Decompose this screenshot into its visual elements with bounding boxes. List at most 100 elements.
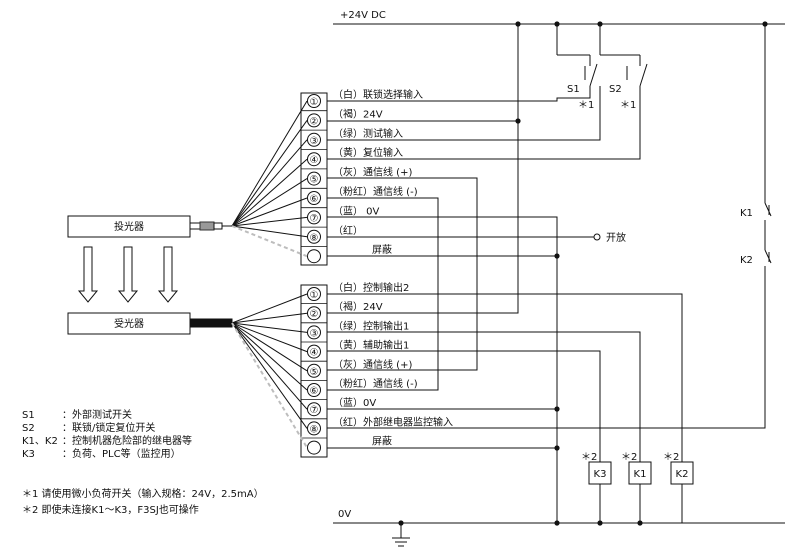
emitter-fanout-wire bbox=[231, 197, 308, 227]
emitter-fanout-wire bbox=[231, 178, 308, 227]
emitter-terminal-row: ④（黄）复位输入 bbox=[301, 146, 403, 167]
receiver-terminal-label: 屏蔽 bbox=[372, 436, 392, 448]
receiver-terminal-screw-icon bbox=[307, 383, 321, 397]
power-rails: +24V DC 0V bbox=[333, 10, 785, 524]
emitter-terminal-screw-icon bbox=[307, 152, 321, 167]
light-beam-arrows bbox=[77, 246, 179, 303]
wire-r8 bbox=[327, 270, 766, 429]
down-arrow-icon bbox=[77, 246, 99, 303]
legend-desc: ：负荷、PLC等（监控用） bbox=[62, 447, 181, 460]
emitter-terminal-label: （白）联锁选择输入 bbox=[333, 88, 423, 101]
wire-e4 bbox=[327, 86, 641, 160]
relay-contacts: K1 K2 bbox=[740, 24, 772, 270]
emitter-fanout-wire bbox=[231, 100, 308, 227]
emitter-terminal-number: ⑥ bbox=[310, 194, 319, 205]
emitter-fanout-wire bbox=[231, 225, 308, 238]
emitter-terminal-screw-icon bbox=[307, 191, 321, 205]
emitter-terminal-row: ① （白）联锁选择输入 bbox=[307, 88, 423, 108]
receiver-wiring bbox=[327, 24, 766, 462]
receiver-fanout-wire bbox=[231, 322, 308, 353]
wire-comm-plus bbox=[327, 177, 478, 371]
receiver-fanout-wire bbox=[231, 322, 308, 410]
contact-k1 bbox=[764, 202, 772, 217]
emitter-terminal-row: 屏蔽 bbox=[301, 244, 392, 264]
receiver-terminal-screw-icon bbox=[307, 363, 321, 378]
emitter-terminal-label: （褐）24V bbox=[333, 107, 383, 120]
emitter-terminal-number: ④ bbox=[310, 155, 319, 166]
receiver-terminal-screw-icon bbox=[307, 344, 321, 359]
coil-k1: K1 ＊2 bbox=[621, 452, 652, 523]
emitter-terminal-label: （红） bbox=[333, 224, 363, 237]
receiver-terminal-block: ①（白）控制输出2②（褐）24V③（绿）控制输出1④（黄）辅助输出1⑤（灰）通信… bbox=[300, 281, 453, 458]
contact-k2 bbox=[764, 249, 772, 264]
receiver-terminal-row: ⑥ （粉红）通信线 (-) bbox=[301, 377, 418, 397]
receiver-fanout-wire bbox=[231, 293, 308, 324]
receiver-terminal-number: ⑤ bbox=[310, 367, 319, 378]
receiver-fanout-wire bbox=[231, 322, 308, 391]
emitter-terminal-screw-icon bbox=[307, 210, 321, 225]
emitter-fanout-wire bbox=[231, 120, 308, 227]
down-arrow-icon bbox=[157, 246, 179, 303]
emitter-terminal-screw-icon bbox=[307, 229, 321, 244]
emitter-terminal-label: （绿）测试输入 bbox=[333, 127, 403, 140]
emitter-terminal-label: （灰）通信线 (+) bbox=[333, 166, 412, 179]
receiver-terminal-number: ⑧ bbox=[310, 424, 319, 435]
junction-dots bbox=[398, 21, 768, 526]
receiver-fanout-wire bbox=[231, 322, 308, 429]
receiver-terminal-row: 屏蔽 bbox=[301, 436, 392, 455]
emitter-terminal-number: ⑤ bbox=[310, 175, 319, 186]
receiver-terminal-number: ② bbox=[310, 309, 319, 320]
receiver-label: 受光器 bbox=[114, 317, 144, 330]
emitter-terminal-row: ③ （绿）测试输入 bbox=[301, 127, 403, 147]
receiver-terminal-number: ③ bbox=[310, 328, 319, 339]
legend-key: S2 bbox=[22, 423, 35, 434]
receiver-terminal-row: ④（黄）辅助输出1 bbox=[301, 339, 409, 359]
footnote-1: ＊1 请使用微小负荷开关（输入规格：24V，2.5mA） bbox=[22, 487, 264, 500]
emitter-terminal-screw-icon bbox=[307, 249, 321, 264]
receiver-terminal-row: ⑤（灰）通信线 (+) bbox=[301, 358, 412, 378]
receiver-terminal-label: （白）控制输出2 bbox=[333, 281, 409, 294]
open-label: 开放 bbox=[606, 231, 626, 244]
emitter-device: 投光器 bbox=[67, 215, 232, 238]
open-terminal-icon bbox=[593, 233, 601, 241]
svg-text:K1: K1 bbox=[634, 469, 647, 480]
receiver-terminal-label: （粉红）通信线 (-) bbox=[333, 377, 418, 390]
emitter-terminal-number: ③ bbox=[310, 136, 319, 147]
switch-s1-note: ＊1 bbox=[578, 100, 594, 111]
cable-fanout bbox=[231, 100, 308, 449]
emitter-terminal-row: ⑦（蓝） 0V bbox=[301, 205, 380, 225]
emitter-terminal-number: ② bbox=[310, 116, 319, 127]
receiver-fanout-wire bbox=[231, 312, 308, 324]
receiver-fanout-wire bbox=[231, 322, 308, 372]
wire-e3 bbox=[327, 86, 601, 141]
switch-s2-label: S2 bbox=[609, 84, 622, 95]
legend-key: S1 bbox=[22, 410, 35, 421]
receiver-terminal-label: （蓝）0V bbox=[333, 397, 376, 409]
switch-s2: S2 ＊1 bbox=[599, 24, 648, 111]
svg-text:K2: K2 bbox=[676, 469, 689, 480]
receiver-device: 受光器 bbox=[67, 312, 233, 335]
emitter-terminal-row: ⑧（红） bbox=[301, 224, 363, 244]
coil-k2-note: ＊2 bbox=[663, 452, 679, 463]
coil-k1-note: ＊2 bbox=[621, 452, 637, 463]
legend-key: K1、K2 bbox=[22, 436, 58, 447]
wire-e7 bbox=[327, 216, 558, 523]
receiver-terminal-row: ①（白）控制输出2 bbox=[307, 281, 409, 301]
receiver-terminal-number: ⑦ bbox=[310, 405, 319, 416]
receiver-terminal-screw-icon bbox=[307, 306, 321, 321]
receiver-terminal-screw-icon bbox=[307, 421, 321, 436]
contact-k1-label: K1 bbox=[740, 208, 753, 219]
load-coils: K3 ＊2 K1 ＊2 K2 ＊2 bbox=[581, 452, 694, 523]
emitter-terminal-screw-icon bbox=[307, 132, 321, 147]
emitter-terminal-label: （蓝） 0V bbox=[333, 205, 380, 217]
coil-k3: K3 ＊2 bbox=[581, 452, 612, 523]
emitter-terminal-screw-icon bbox=[307, 94, 321, 108]
wire-r1 bbox=[327, 293, 683, 462]
switch-s1-label: S1 bbox=[567, 84, 580, 95]
emitter-fanout-wire bbox=[231, 139, 308, 227]
switch-s1: S1 ＊1 bbox=[556, 24, 598, 111]
emitter-terminal-number: ① bbox=[310, 97, 319, 108]
emitter-terminal-row: ⑥（粉红）通信线 (-) bbox=[301, 185, 418, 205]
receiver-terminal-number: ⑥ bbox=[310, 386, 319, 397]
